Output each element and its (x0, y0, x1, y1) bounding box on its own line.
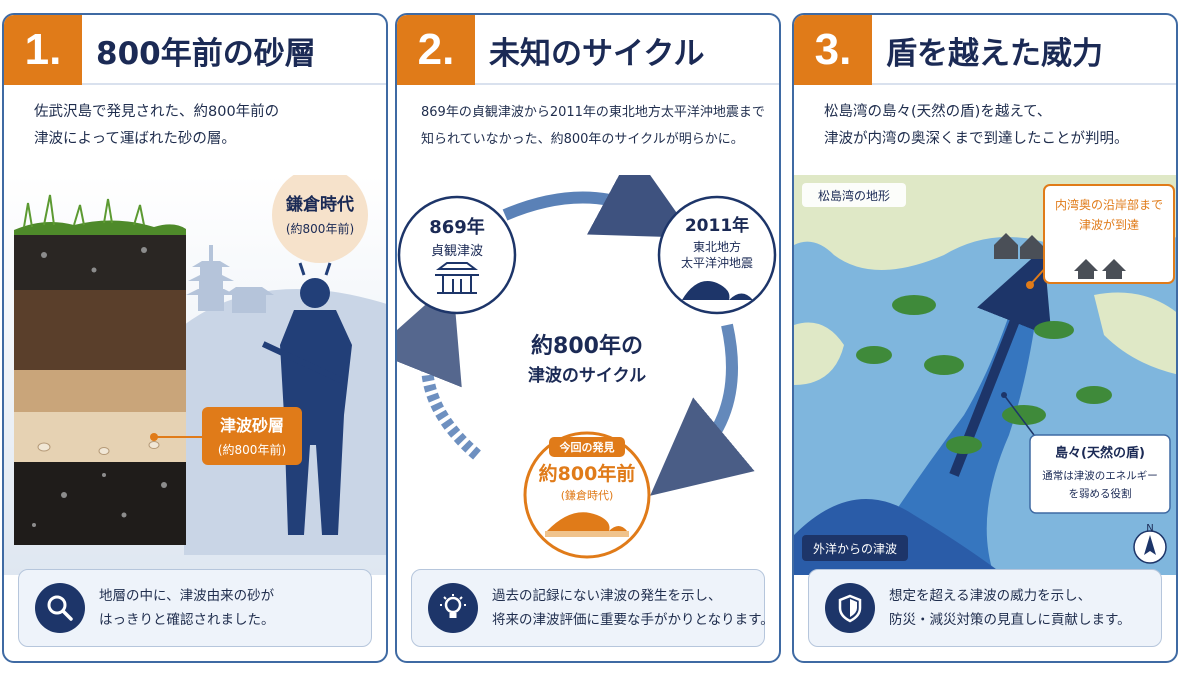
panel-shield: 3. 盾を越えた威力 松島湾の島々(天然の盾)を越えて、 津波が内湾の奥深くまで… (792, 13, 1178, 663)
panel-header: 2. 未知のサイクル (397, 15, 779, 85)
cycle-center-1: 約800年の (531, 333, 643, 359)
svg-text:鎌倉時代: 鎌倉時代 (285, 194, 354, 215)
panel-cycle: 2. 未知のサイクル 869年の貞観津波から2011年の東北地方太平洋沖地震まで… (395, 13, 781, 663)
sand-layer-label: 津波砂層 (約800年前) (150, 407, 302, 465)
ocean-label: 外洋からの津波 (813, 541, 897, 556)
panel-description: 佐武沢島で発見された、約800年前の 津波によって運ばれた砂の層。 (34, 104, 280, 147)
panel-number: 2. (397, 15, 475, 85)
event-2011: 2011年 東北地方 太平洋沖地震 (657, 195, 777, 315)
panel-sand-layer: 1. 800年前の砂層 佐武沢島で発見された、約800年前の 津波によって運ばれ… (2, 13, 388, 663)
svg-text:N: N (1146, 523, 1153, 534)
cycle-diagram: 869年 貞観津波 2011年 東北地方 太平洋沖地震 約800年の 津波のサイ… (397, 175, 777, 559)
strata-illustration: 鎌倉時代 (約800年前) 津波砂層 (約800年前) (4, 175, 386, 575)
panel-footer: 過去の記録にない津波の発生を示し、 将来の津波評価に重要な手がかりとなります。 (411, 569, 774, 647)
svg-text:869年: 869年 (429, 216, 485, 238)
panel-number: 3. (794, 15, 872, 85)
panel-footer: 想定を超える津波の威力を示し、 防災・減災対策の見直しに貢献します。 (808, 569, 1162, 647)
event-869: 869年 貞観津波 (397, 195, 517, 315)
panel-title: 盾を越えた威力 (886, 35, 1103, 72)
svg-text:貞観津波: 貞観津波 (431, 244, 483, 259)
pagoda-icon (186, 245, 274, 313)
shield-icon (825, 583, 875, 633)
magnifier-icon (35, 583, 85, 633)
bay-map: 松島湾の地形 内湾奥の沿岸部まで 津波が到達 島々(天然の盾) 通常は津波のエネ… (794, 175, 1176, 575)
panel-header: 1. 800年前の砂層 (4, 15, 386, 85)
houses-icon (994, 233, 1044, 259)
panel-header: 3. 盾を越えた威力 (794, 15, 1176, 85)
map-label: 松島湾の地形 (818, 188, 890, 203)
north-arrow-icon: N (1133, 523, 1167, 564)
svg-text:今回の発見: 今回の発見 (559, 440, 615, 454)
panel-title: 800年前の砂層 (96, 35, 316, 72)
samurai-icon (261, 262, 352, 535)
panel-description: 松島湾の島々(天然の盾)を越えて、 津波が内湾の奥深くまで到達したことが判明。 (824, 104, 1129, 147)
svg-text:太平洋沖地震: 太平洋沖地震 (681, 255, 753, 270)
shrine-icon (435, 262, 479, 294)
svg-text:(約800年前): (約800年前) (286, 221, 354, 236)
panel-title: 未知のサイクル (489, 35, 705, 72)
panel-footer: 地層の中に、津波由来の砂が はっきりと確認されました。 (18, 569, 372, 647)
lightbulb-icon (428, 583, 478, 633)
arrival-callout: 内湾奥の沿岸部まで 津波が到達 (1026, 184, 1175, 289)
panel-description: 869年の貞観津波から2011年の東北地方太平洋沖地震まで 知られていなかった、… (421, 105, 765, 147)
discovery-badge: 今回の発見 約800年前 (鎌倉時代) (523, 431, 651, 559)
svg-text:約800年前: 約800年前 (539, 462, 636, 485)
svg-text:(約800年前): (約800年前) (218, 442, 286, 457)
svg-text:内湾奥の沿岸部まで: 内湾奥の沿岸部まで (1055, 197, 1163, 212)
era-bubble: 鎌倉時代 (約800年前) (272, 175, 368, 263)
wave-sand-icon (547, 512, 627, 531)
svg-text:2011年: 2011年 (685, 215, 749, 236)
panel-number: 1. (4, 15, 82, 85)
wave-icon (682, 281, 753, 300)
svg-text:を弱める役割: を弱める役割 (1069, 487, 1132, 500)
svg-text:東北地方: 東北地方 (693, 239, 741, 254)
cycle-center-2: 津波のサイクル (528, 365, 646, 386)
svg-text:通常は津波のエネルギー: 通常は津波のエネルギー (1042, 469, 1158, 482)
svg-text:(鎌倉時代): (鎌倉時代) (561, 488, 614, 502)
svg-text:津波砂層: 津波砂層 (220, 416, 284, 435)
islands-callout: 島々(天然の盾) 通常は津波のエネルギー を弱める役割 (1001, 392, 1171, 514)
soil-column (14, 194, 186, 545)
svg-text:津波が到達: 津波が到達 (1079, 217, 1139, 232)
svg-text:島々(天然の盾): 島々(天然の盾) (1055, 445, 1145, 461)
